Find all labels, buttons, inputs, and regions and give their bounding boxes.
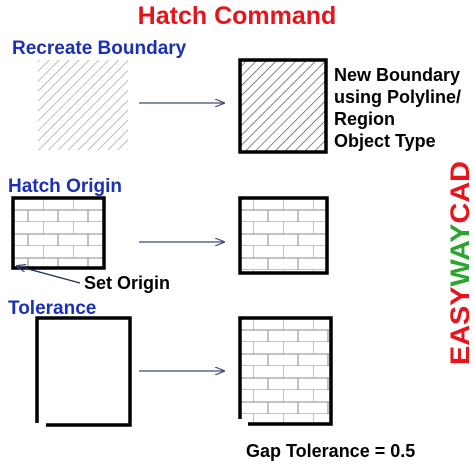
svg-text:EASYWAYCAD: EASYWAYCAD xyxy=(448,161,474,365)
new-boundary-note-line-3: Region xyxy=(334,109,395,129)
gap-tolerance-label: Gap Tolerance = 0.5 xyxy=(246,441,416,461)
new-boundary-note-line-2: using Polyline/ xyxy=(334,87,462,107)
open-boundary-with-gap xyxy=(35,316,132,427)
set-origin-pointer xyxy=(17,266,81,284)
page-title: Hatch Command xyxy=(137,2,337,30)
logo-way: WAY xyxy=(448,223,474,286)
new-boundary-note-line-4: Object Type xyxy=(334,131,436,151)
brick-hatch-origin-result xyxy=(238,196,329,275)
new-boundary-note-line-1: New Boundary xyxy=(334,65,461,85)
section-label-hatch-origin: Hatch Origin xyxy=(8,176,123,197)
tolerance-boundary xyxy=(238,316,333,426)
brick-hatch-origin-source xyxy=(11,196,106,270)
logo-cad: CAD xyxy=(448,161,474,223)
hatch-without-boundary xyxy=(38,60,128,150)
easywaycad-logo: EASYWAYCAD xyxy=(448,161,474,365)
brick-hatch-tolerance-fill xyxy=(240,318,331,424)
logo-easy: EASY xyxy=(448,286,474,365)
section-label-recreate-boundary: Recreate Boundary xyxy=(12,38,187,59)
set-origin-label: Set Origin xyxy=(84,273,171,293)
section-label-tolerance: Tolerance xyxy=(8,298,97,319)
hatch-with-new-boundary xyxy=(238,58,328,154)
